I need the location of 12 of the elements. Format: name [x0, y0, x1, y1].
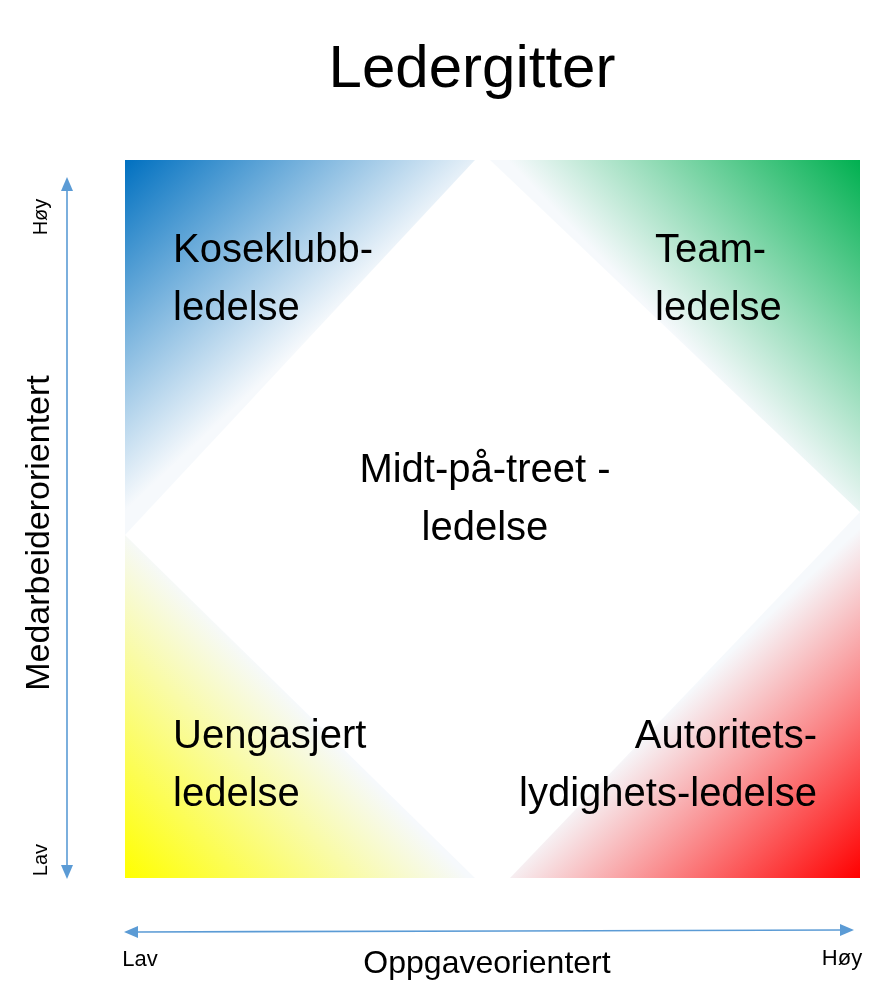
quadrant-label: Team- ledelse	[655, 225, 783, 330]
quadrant-label: Koseklubb- ledelse	[173, 225, 375, 330]
axis-end-label: Lav	[122, 946, 158, 972]
axis-title: Oppgaveorientert	[363, 943, 611, 981]
axis-title: Medarbeiderorientert	[18, 375, 58, 691]
quadrant-label: Uengasjert ledelse	[173, 711, 368, 816]
center-label: Midt-på-treet - ledelse	[358, 445, 612, 550]
axis-end-label: Høy	[28, 198, 52, 236]
axis-end-label: Lav	[28, 843, 52, 877]
quadrant-label: Autoritets- lydighets-ledelse	[518, 711, 817, 816]
axis-end-label: Høy	[821, 945, 863, 971]
diagram-title: Ledergitter	[328, 31, 616, 101]
